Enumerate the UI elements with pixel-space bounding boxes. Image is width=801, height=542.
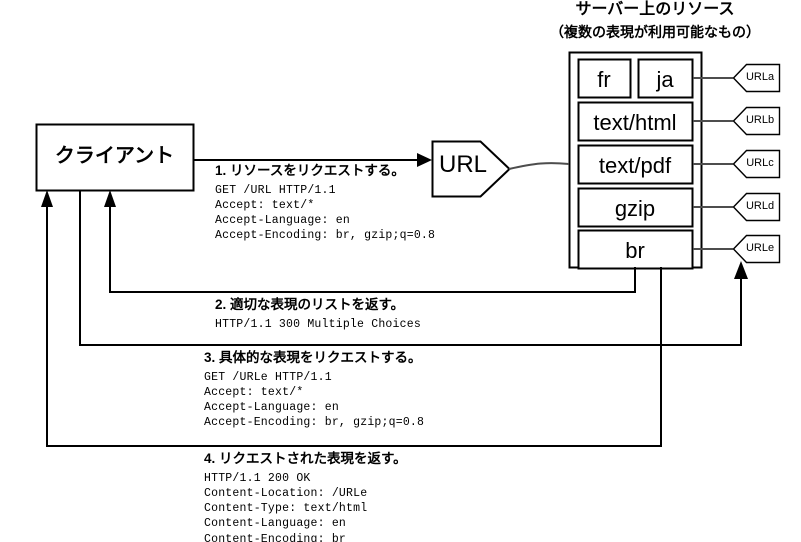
flow-step-1-arrowhead [417,153,432,167]
representation-box-fr [577,58,632,99]
resource-panel-title: サーバー上のリソース [575,1,735,18]
representation-box-ja [637,58,694,99]
message-block-step-4: 4. リクエストされた表現を返す。 HTTP/1.1 200 OK Conten… [204,451,407,542]
message-block-step-3: 3. 具体的な表現をリクエストする。 GET /URLe HTTP/1.1 Ac… [204,350,424,431]
url-tag-label-b: URLb [745,114,775,126]
client-box [35,123,195,192]
url-tag-label-e: URLe [745,242,775,254]
representation-label-br: br [625,238,645,263]
representation-label-text-html: text/html [593,110,677,135]
flow-step-4-arrowhead [41,190,53,207]
url-tag-shape-a [732,63,781,93]
representation-box-text-html [577,101,694,142]
message-body-step-1: GET /URL HTTP/1.1 Accept: text/* Accept-… [215,183,436,243]
message-title-step-4: 4. リクエストされた表現を返す。 [204,451,407,466]
message-title-step-3: 3. 具体的な表現をリクエストする。 [204,350,422,365]
flow-step-3-arrowhead [734,261,748,279]
flow-step-2-arrowhead [104,190,116,207]
resource-panel-subtitle: （複数の表現が利用可能なもの） [550,24,760,40]
message-body-step-4: HTTP/1.1 200 OK Content-Location: /URLe … [204,471,368,542]
message-body-step-2: HTTP/1.1 300 Multiple Choices [215,317,421,331]
url-tag-shape-d [732,192,781,222]
url-tag-label-c: URLc [746,157,774,169]
message-block-step-1: 1. リソースをリクエストする。 GET /URL HTTP/1.1 Accep… [215,163,435,244]
message-title-step-2: 2. 適切な表現のリストを返す。 [215,297,405,312]
message-title-step-1: 1. リソースをリクエストする。 [215,163,405,178]
representation-label-ja: ja [656,67,674,92]
url-tag-shape-c [732,149,781,179]
connector-url-to-resource [508,162,570,170]
client-label: クライアント [54,145,175,167]
representation-box-br [577,229,694,270]
url-node-shape [431,140,511,198]
representation-label-gzip: gzip [614,196,656,221]
representation-box-text-pdf [577,144,694,185]
url-node-label: URL [438,151,487,178]
url-tag-label-a: URLa [745,71,775,83]
message-body-step-3: GET /URLe HTTP/1.1 Accept: text/* Accept… [204,370,425,430]
representation-box-gzip [577,187,694,228]
representation-label-text-pdf: text/pdf [598,153,672,178]
flow-step-2 [109,201,636,293]
message-block-step-2: 2. 適切な表現のリストを返す。 HTTP/1.1 300 Multiple C… [215,297,421,332]
flow-step-3 [79,190,742,346]
flow-step-4 [46,201,662,447]
representation-label-fr: fr [597,67,611,92]
url-tag-shape-e [732,234,781,264]
url-tag-label-d: URLd [745,200,775,212]
url-tag-shape-b [732,106,781,136]
